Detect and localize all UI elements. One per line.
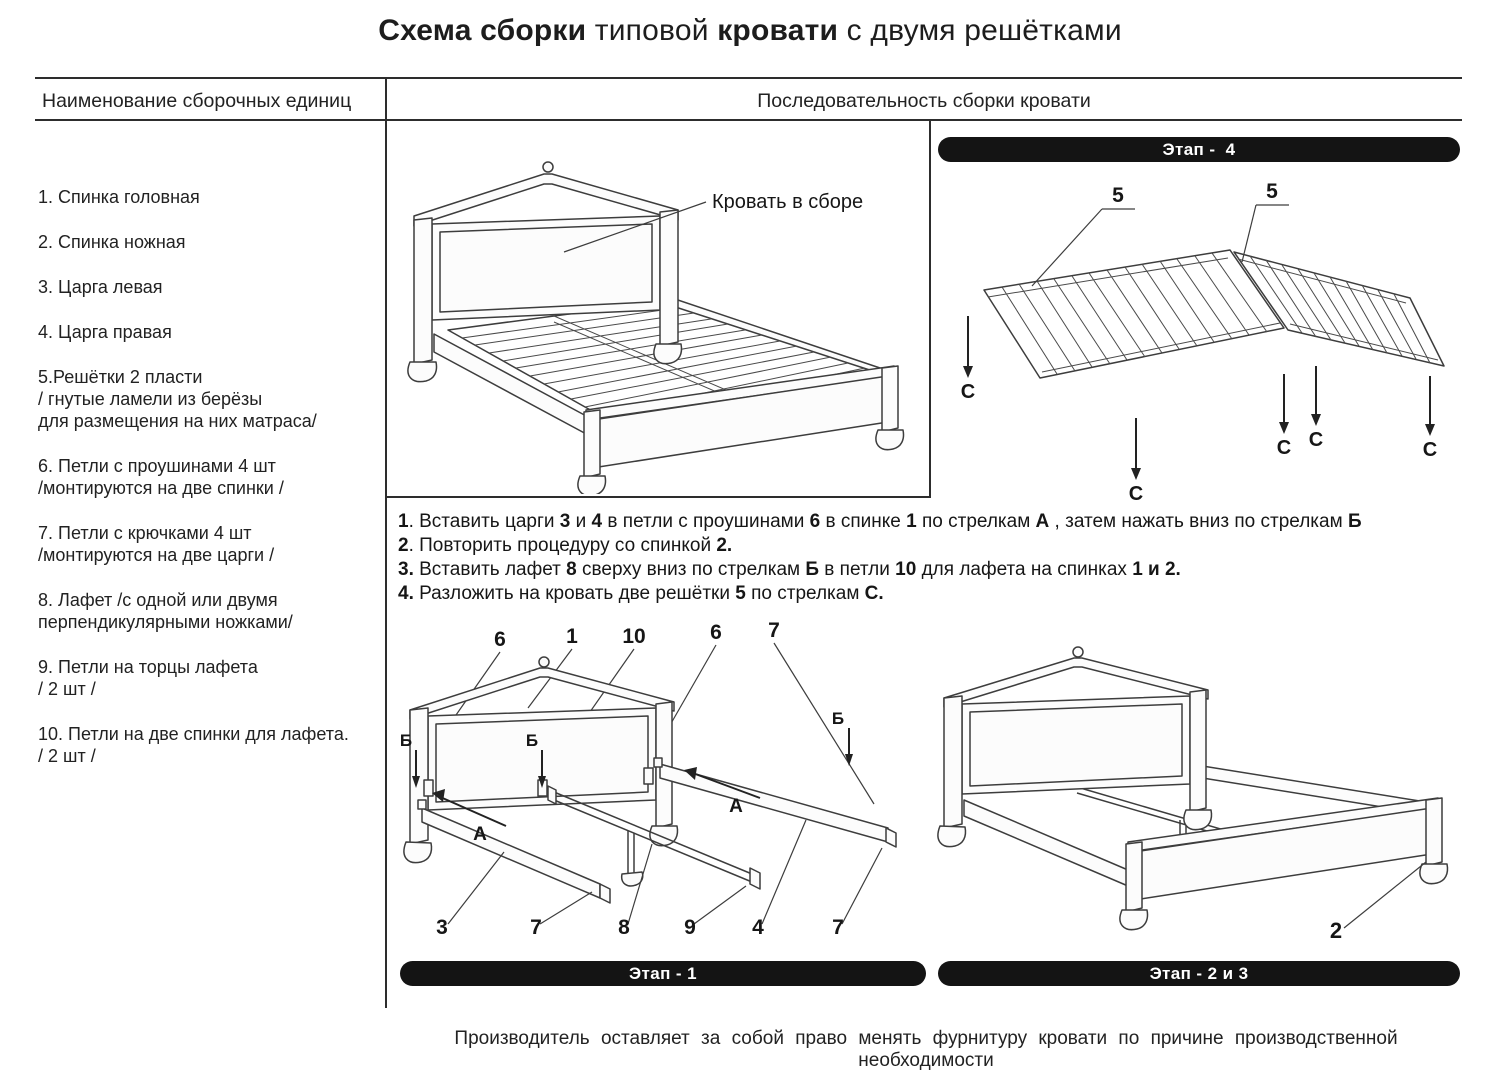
- header-parts-column: Наименование сборочных единиц: [42, 90, 352, 112]
- instruction-line: 2. Повторить процедуру со спинкой 2.: [398, 535, 733, 556]
- stage-4-banner: Этап - 4: [938, 137, 1460, 162]
- parts-list-item: 7. Петли с крючками 4 шт /монтируются на…: [38, 523, 275, 565]
- stage-1-banner: Этап - 1: [400, 961, 926, 986]
- label-rail-right: 4: [752, 916, 764, 939]
- label-b-arrow: Б: [832, 709, 844, 728]
- label-lafet: 8: [618, 916, 630, 939]
- label-headboard: 1: [566, 625, 578, 648]
- parts-list-item: 1. Спинка головная: [38, 187, 200, 207]
- parts-list: 1. Спинка головная 2. Спинка ножная 3. Ц…: [38, 186, 380, 790]
- parts-list-item: 5.Решётки 2 пласти / гнутые ламели из бе…: [38, 367, 317, 431]
- rule-under-headers: [35, 119, 1462, 121]
- assembled-bed-callout: Кровать в сборе: [712, 191, 863, 213]
- label-lafet-end-hinge: 9: [684, 916, 696, 939]
- label-c-arrow: С: [1277, 437, 1291, 459]
- lay-down-arrows: [963, 316, 1435, 480]
- header-sequence-column: Последовательность сборки кровати: [757, 90, 1091, 112]
- column-divider: [385, 77, 387, 1008]
- page-title: Схема сборки типовой кровати с двумя реш…: [378, 14, 1122, 47]
- label-b-arrow: Б: [400, 731, 412, 750]
- label-grid-right: 5: [1266, 180, 1278, 203]
- rule-under-title: [35, 77, 1462, 79]
- parts-list-item: 6. Петли с проушинами 4 шт /монтируются …: [38, 456, 284, 498]
- label-c-arrow: С: [1423, 439, 1437, 461]
- parts-list-item: 3. Царга левая: [38, 277, 163, 297]
- label-c-arrow: С: [1309, 429, 1323, 451]
- label-b-arrow: Б: [526, 731, 538, 750]
- label-footboard: 2: [1330, 918, 1342, 943]
- press-down-arrows: [412, 728, 853, 788]
- assembled-box-right-border: [929, 119, 931, 498]
- stage-1-diagram: Б Б Б А А 6 1 10 6 7 3 7 8 9 4 7: [400, 619, 897, 939]
- label-hinge-eye: 6: [710, 621, 722, 644]
- instruction-line: 3. Вставить лафет 8 сверху вниз по стрел…: [398, 559, 1181, 580]
- label-c-arrow: С: [1129, 483, 1143, 504]
- stage-2-3-banner: Этап - 2 и 3: [938, 961, 1460, 986]
- label-hook-hinge: 7: [832, 916, 844, 939]
- parts-list-item: 8. Лафет /с одной или двумя перпендикуля…: [38, 590, 293, 632]
- label-hook-hinge: 7: [768, 619, 780, 642]
- manufacturer-note: Производитель оставляет за собой право м…: [454, 1028, 1398, 1071]
- assembly-instructions: 1. Вставить царги 3 и 4 в петли с проуши…: [398, 510, 1460, 606]
- label-a-arrow: А: [473, 824, 487, 845]
- assembled-box-bottom-border: [385, 496, 931, 498]
- label-hinge-eye: 6: [494, 628, 506, 651]
- parts-list-item: 10. Петли на две спинки для лафета. / 2 …: [38, 724, 349, 766]
- stage-4-diagram: 5 5 С С С С С: [961, 180, 1445, 504]
- instruction-line: 1. Вставить царги 3 и 4 в петли с проуши…: [398, 511, 1362, 532]
- assembled-bed-diagram: Кровать в сборе: [407, 161, 905, 494]
- label-rail-left: 3: [436, 916, 448, 939]
- label-a-arrow: А: [729, 796, 743, 817]
- parts-list-item: 9. Петли на торцы лафета / 2 шт /: [38, 657, 258, 699]
- label-lafet-hinge: 10: [622, 625, 645, 648]
- instruction-line: 4. Разложить на кровать две решётки 5 по…: [398, 583, 884, 604]
- label-c-arrow: С: [961, 381, 975, 403]
- label-hook-hinge: 7: [530, 916, 542, 939]
- parts-list-item: 2. Спинка ножная: [38, 232, 186, 252]
- label-grid-left: 5: [1112, 184, 1124, 207]
- stage-2-3-diagram: 2: [937, 646, 1449, 943]
- parts-list-item: 4. Царга правая: [38, 322, 172, 342]
- insert-arrows: [432, 767, 761, 827]
